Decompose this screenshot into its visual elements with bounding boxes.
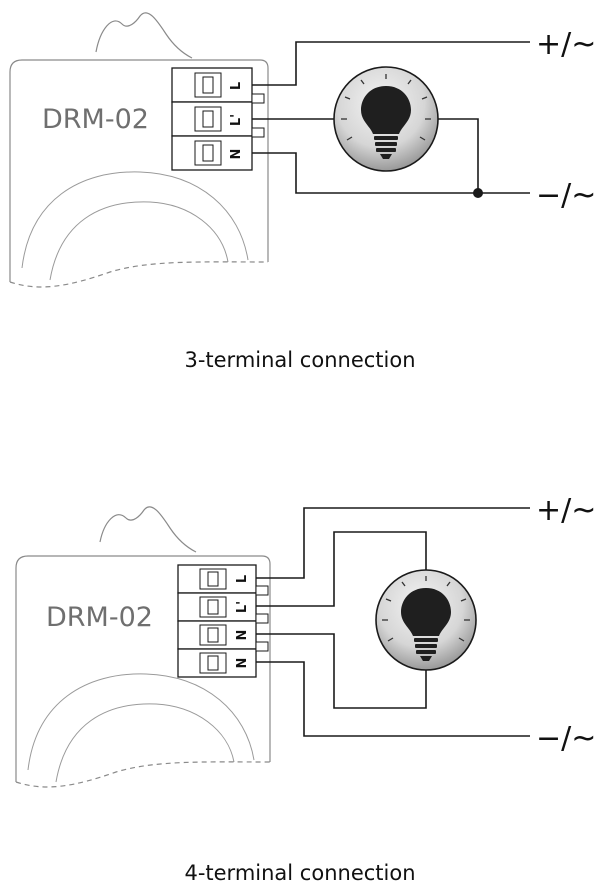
device-label: DRM-02 bbox=[42, 104, 149, 135]
terminal-label-l-prime: L' bbox=[229, 114, 244, 126]
wire-lamp-to-negative bbox=[438, 118, 479, 193]
wiring bbox=[256, 507, 530, 737]
wire-n2-to-negative bbox=[256, 661, 530, 737]
lamp-symbol bbox=[333, 66, 439, 172]
terminal-label-n-2: N bbox=[235, 658, 250, 669]
device-arc-outer bbox=[27, 673, 255, 771]
lamp-symbol bbox=[375, 569, 477, 671]
negative-rail-label: −/~ bbox=[536, 178, 596, 213]
wire-l-to-positive bbox=[256, 507, 530, 579]
device-bottom-dashed-edge bbox=[15, 761, 271, 788]
device-housing bbox=[95, 12, 193, 59]
junction-dot bbox=[473, 188, 483, 198]
terminal-label-l-prime: L' bbox=[235, 601, 250, 613]
lightbulb-icon bbox=[401, 588, 451, 661]
device-arc-inner bbox=[55, 703, 235, 783]
four-terminal-diagram: DRM-02 L L' N N bbox=[15, 493, 596, 788]
device-arc-outer bbox=[21, 171, 249, 269]
caption-four-terminal: 4-terminal connection bbox=[184, 861, 416, 885]
wire-l-prime-to-lamp bbox=[256, 531, 427, 607]
caption-three-terminal: 3-terminal connection bbox=[184, 348, 416, 372]
drm-02-device: DRM-02 L L' N bbox=[9, 12, 269, 288]
positive-rail-label: +/~ bbox=[536, 493, 596, 528]
wire-n-to-negative bbox=[252, 152, 530, 194]
three-terminal-diagram: DRM-02 L L' N +/~ −/~ bbox=[9, 12, 596, 288]
wire-l-to-positive bbox=[252, 41, 530, 86]
device-arc-inner bbox=[49, 201, 229, 281]
terminal-label-n-1: N bbox=[235, 630, 250, 641]
wire-n1-from-lamp bbox=[256, 633, 427, 709]
terminal-block: L L' N N bbox=[177, 564, 269, 678]
device-outline bbox=[15, 555, 271, 782]
device-bottom-dashed-edge bbox=[9, 261, 269, 288]
drm-02-device: DRM-02 L L' N N bbox=[15, 506, 271, 788]
terminal-label-l: L bbox=[229, 82, 244, 90]
terminal-label-l: L bbox=[235, 575, 250, 583]
terminal-block: L L' N bbox=[171, 67, 265, 171]
device-label: DRM-02 bbox=[46, 602, 153, 633]
positive-rail-label: +/~ bbox=[536, 27, 596, 62]
wiring bbox=[252, 41, 530, 194]
device-outline bbox=[9, 59, 269, 282]
negative-rail-label: −/~ bbox=[536, 721, 596, 756]
light-rays bbox=[341, 74, 431, 141]
lightbulb-icon bbox=[361, 86, 411, 159]
device-housing bbox=[99, 506, 197, 553]
terminal-label-n: N bbox=[229, 149, 244, 160]
light-rays bbox=[382, 576, 470, 642]
